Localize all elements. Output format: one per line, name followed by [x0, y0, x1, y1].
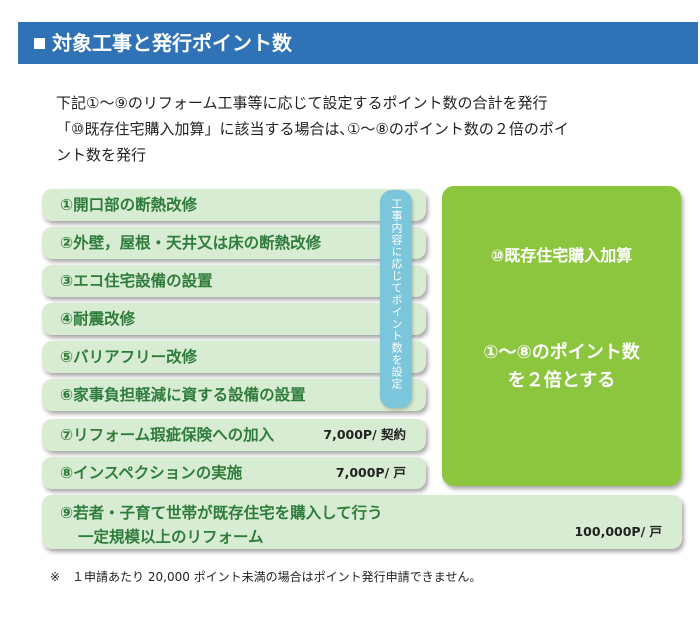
item-wall-roof-insulation: ②外壁，屋根・天井又は床の断熱改修: [42, 227, 426, 259]
bonus-body-line-2: を２倍とする: [507, 370, 616, 391]
item-defect-insurance: ⑦リフォーム瑕疵保険への加入 7,000P/ 契約: [42, 419, 426, 451]
intro-text: 下記①～⑨のリフォーム工事等に応じて設定するポイント数の合計を発行 「⑩既存住宅…: [56, 90, 666, 168]
bonus-box: ⑩既存住宅購入加算 ①～⑧のポイント数 を２倍とする: [442, 186, 681, 486]
item-opening-insulation: ①開口部の断熱改修: [42, 189, 426, 221]
footnote: ※ １申請あたり 20,000 ポイント未満の場合はポイント発行申請できません。: [50, 570, 482, 584]
item-label-line-2: 一定規模以上のリフォーム: [78, 528, 264, 546]
item-label: ②外壁，屋根・天井又は床の断熱改修: [60, 234, 322, 252]
item-label: ①開口部の断熱改修: [60, 196, 198, 214]
item-eco-equipment: ③エコ住宅設備の設置: [42, 265, 426, 297]
bonus-body-line-1: ①～⑧のポイント数: [483, 342, 640, 363]
item-label: ⑥家事負担軽減に資する設備の設置: [60, 386, 306, 404]
item-label-line-1: ⑨若者・子育て世帯が既存住宅を購入して行う: [60, 504, 383, 522]
item-label: ⑧インスペクションの実施: [60, 464, 243, 482]
item-label: ④耐震改修: [60, 310, 136, 328]
item-points: 100,000P/ 戸: [574, 524, 662, 539]
square-bullet-icon: [34, 38, 45, 49]
item-inspection: ⑧インスペクションの実施 7,000P/ 戸: [42, 457, 426, 489]
item-barrier-free: ⑤バリアフリー改修: [42, 341, 426, 373]
vertical-note-text: 工事内容に応じてポイント数を設定: [390, 198, 403, 390]
section-title: 対象工事と発行ポイント数: [52, 31, 292, 55]
intro-line-1: 下記①～⑨のリフォーム工事等に応じて設定するポイント数の合計を発行: [56, 94, 548, 112]
item-label: ⑤バリアフリー改修: [60, 348, 198, 366]
vertical-note-bar: 工事内容に応じてポイント数を設定: [380, 190, 412, 408]
item-label: ⑦リフォーム瑕疵保険への加入: [60, 426, 275, 444]
bonus-title: ⑩既存住宅購入加算: [490, 246, 633, 265]
intro-line-3: ント数を発行: [56, 146, 147, 164]
section-header: 対象工事と発行ポイント数: [18, 22, 698, 64]
item-points: 7,000P/ 戸: [335, 465, 406, 480]
item-label: ③エコ住宅設備の設置: [60, 272, 213, 290]
item-housework-equipment: ⑥家事負担軽減に資する設備の設置: [42, 379, 426, 411]
intro-line-2: 「⑩既存住宅購入加算」に該当する場合は､①～⑧のポイント数の２倍のポイ: [56, 120, 569, 138]
item-points: 7,000P/ 契約: [323, 427, 406, 442]
item-youth-family-purchase: ⑨若者・子育て世帯が既存住宅を購入して行う 一定規模以上のリフォーム 100,0…: [42, 495, 682, 549]
item-seismic-retrofit: ④耐震改修: [42, 303, 426, 335]
